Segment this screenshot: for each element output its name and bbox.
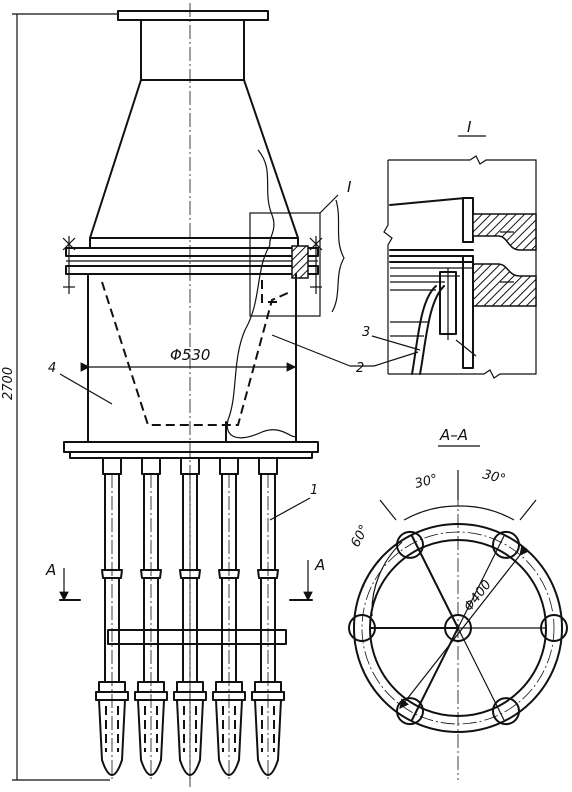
detail-flange-lower — [472, 263, 537, 307]
nozzle-tube — [134, 457, 168, 780]
callout-4: 4 — [48, 361, 113, 405]
callout-2: 2 — [271, 334, 374, 376]
section-arrow-right: A — [289, 556, 325, 602]
middle-flange-upper — [65, 247, 319, 257]
top-neck — [140, 19, 245, 81]
nozzle-tube — [212, 457, 246, 780]
callout-3: 3 — [362, 325, 421, 351]
angle-30-right-label: 30° — [481, 467, 507, 487]
detail-view-I: I 3 — [362, 118, 537, 379]
svg-text:A: A — [314, 556, 325, 574]
flange-section-hatch — [291, 245, 309, 279]
internal-insert-dashed-inner — [261, 280, 282, 303]
svg-text:4: 4 — [48, 361, 56, 376]
middle-flange-lower — [65, 265, 319, 275]
main-elevation: Φ530 A A 2700 I 1 — [1, 3, 374, 790]
break-line-lower — [226, 244, 297, 439]
internal-insert-dashed — [101, 281, 291, 426]
svg-text:1: 1 — [310, 483, 318, 498]
section-arrow-left: A — [45, 561, 81, 602]
detail-title: I — [467, 118, 472, 136]
detail-callout-box — [249, 212, 321, 317]
nozzle-tubes — [95, 457, 285, 780]
height-dimension-label: 2700 — [1, 367, 16, 400]
top-flange — [117, 10, 269, 21]
svg-text:A: A — [45, 561, 56, 579]
callout-1: 1 — [269, 483, 318, 521]
tie-bar — [107, 629, 287, 645]
section-A-A: A–A Φ400 60° 30° 30° — [348, 426, 568, 780]
angle-30-left-label: 30° — [413, 472, 439, 492]
bottom-plate — [63, 441, 319, 453]
angle-60-label: 60° — [348, 522, 372, 549]
cone-reducer — [89, 79, 299, 239]
diameter-400-line — [399, 545, 529, 709]
nozzle-tube — [173, 457, 207, 780]
bolt-mark-left — [62, 236, 76, 294]
break-line-upper — [257, 149, 275, 246]
nozzle-tube — [95, 457, 129, 780]
svg-text:3: 3 — [362, 325, 370, 340]
detail-marker: I — [347, 178, 352, 196]
nozzle-tube — [251, 457, 285, 780]
svg-text:2: 2 — [356, 361, 364, 376]
section-title: A–A — [439, 426, 468, 444]
diameter-body-label: Φ530 — [170, 346, 210, 364]
